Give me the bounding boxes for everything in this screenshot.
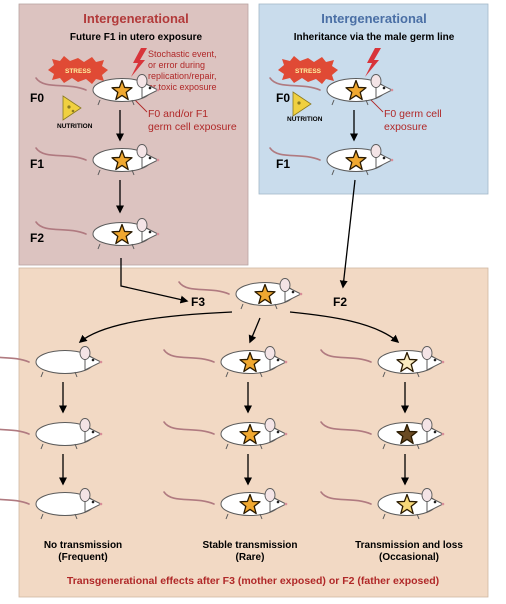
mouse-transmission-loss-gen2 [320, 417, 446, 450]
star-icon [239, 351, 261, 373]
lightning-icon-left [131, 48, 147, 77]
mice-layer [0, 73, 446, 520]
outcome-label-stable-line2: (Rare) [236, 552, 265, 563]
left-gen-label-f2: F2 [30, 231, 44, 245]
left-gen-label-f1: F1 [30, 157, 44, 171]
outcome-label-none-line2: (Frequent) [58, 552, 107, 563]
merge-label-f3: F3 [191, 295, 205, 309]
mouse-right-f1 [269, 143, 395, 176]
mouse-left-f2 [35, 217, 161, 250]
stress-badge-label: STRESS [65, 68, 92, 75]
merge-label-f2: F2 [333, 295, 347, 309]
right-exposure-line-1: F0 germ cell [384, 108, 442, 120]
stochastic-line-4: or toxic exposure [148, 82, 217, 92]
nutrition-badge [62, 95, 82, 121]
star-icon [396, 423, 418, 445]
outcome-label-loss-line2: (Occasional) [379, 552, 439, 563]
arrow-right-to-f2 [339, 179, 356, 289]
arrows-layer [59, 110, 409, 486]
left-exposure-line-2: germ cell exposure [148, 121, 237, 133]
stochastic-line-3: replication/repair, [148, 71, 217, 81]
arrow-founder-to-none [78, 311, 233, 343]
star-icon [239, 493, 261, 515]
mouse-left-f1 [35, 143, 161, 176]
outcome-label-none-line1: No transmission [44, 540, 122, 551]
nutrition-badge-label: NUTRITION [57, 123, 93, 130]
transgenerational-footer: Transgenerational effects after F3 (moth… [67, 575, 439, 587]
right-exposure-annotation: F0 germ cell exposure [384, 108, 442, 133]
mouse-transmission-loss-gen1 [320, 345, 446, 378]
stress-badge-right: STRESS [278, 56, 338, 84]
left-panel-subtitle: Future F1 in utero exposure [70, 32, 203, 43]
star-icon [345, 79, 367, 101]
star-icon [396, 493, 418, 515]
right-exposure-line-2: exposure [384, 121, 427, 133]
arrow-founder-to-loss [289, 311, 400, 343]
stress-badge-right-label: STRESS [295, 68, 322, 75]
stochastic-event-annotation: Stochastic event, or error during replic… [148, 49, 217, 92]
left-exposure-annotation: F0 and/or F1 germ cell exposure [148, 108, 237, 133]
star-icon [345, 149, 367, 171]
star-icon [254, 283, 276, 305]
arrow-left-to-f3 [120, 258, 189, 304]
stress-badge: STRESS [48, 56, 108, 84]
left-gen-label-f0: F0 [30, 91, 44, 105]
left-panel-title: Intergenerational [83, 11, 188, 26]
right-gen-label-f0: F0 [276, 91, 290, 105]
arrow-founder-to-stable [248, 317, 261, 344]
left-exposure-line-1: F0 and/or F1 [148, 108, 208, 120]
stochastic-line-1: Stochastic event, [148, 49, 217, 59]
star-icon [239, 423, 261, 445]
mouse-merged-founder [178, 277, 304, 310]
right-panel-title: Intergenerational [321, 11, 426, 26]
outcome-label-loss-line1: Transmission and loss [355, 540, 463, 551]
nutrition-badge-right-label: NUTRITION [287, 116, 323, 123]
mouse-stable-transmission-gen2 [163, 417, 289, 450]
stochastic-line-2: or error during [148, 60, 205, 70]
right-panel-subtitle: Inheritance via the male germ line [294, 32, 455, 43]
lightning-icon-right [365, 48, 381, 77]
star-icon [111, 149, 133, 171]
star-icon [111, 79, 133, 101]
mouse-transmission-loss-gen3 [320, 487, 446, 520]
mouse-stable-transmission-gen3 [163, 487, 289, 520]
star-icon [396, 351, 418, 373]
mouse-left-f0 [35, 73, 161, 106]
mouse-stable-transmission-gen1 [163, 345, 289, 378]
nutrition-badge-right [292, 91, 312, 117]
star-icon [111, 223, 133, 245]
right-gen-label-f1: F1 [276, 157, 290, 171]
mouse-right-f0 [269, 73, 395, 106]
outcome-label-stable-line1: Stable transmission [202, 540, 297, 551]
left-panel [18, 3, 249, 266]
